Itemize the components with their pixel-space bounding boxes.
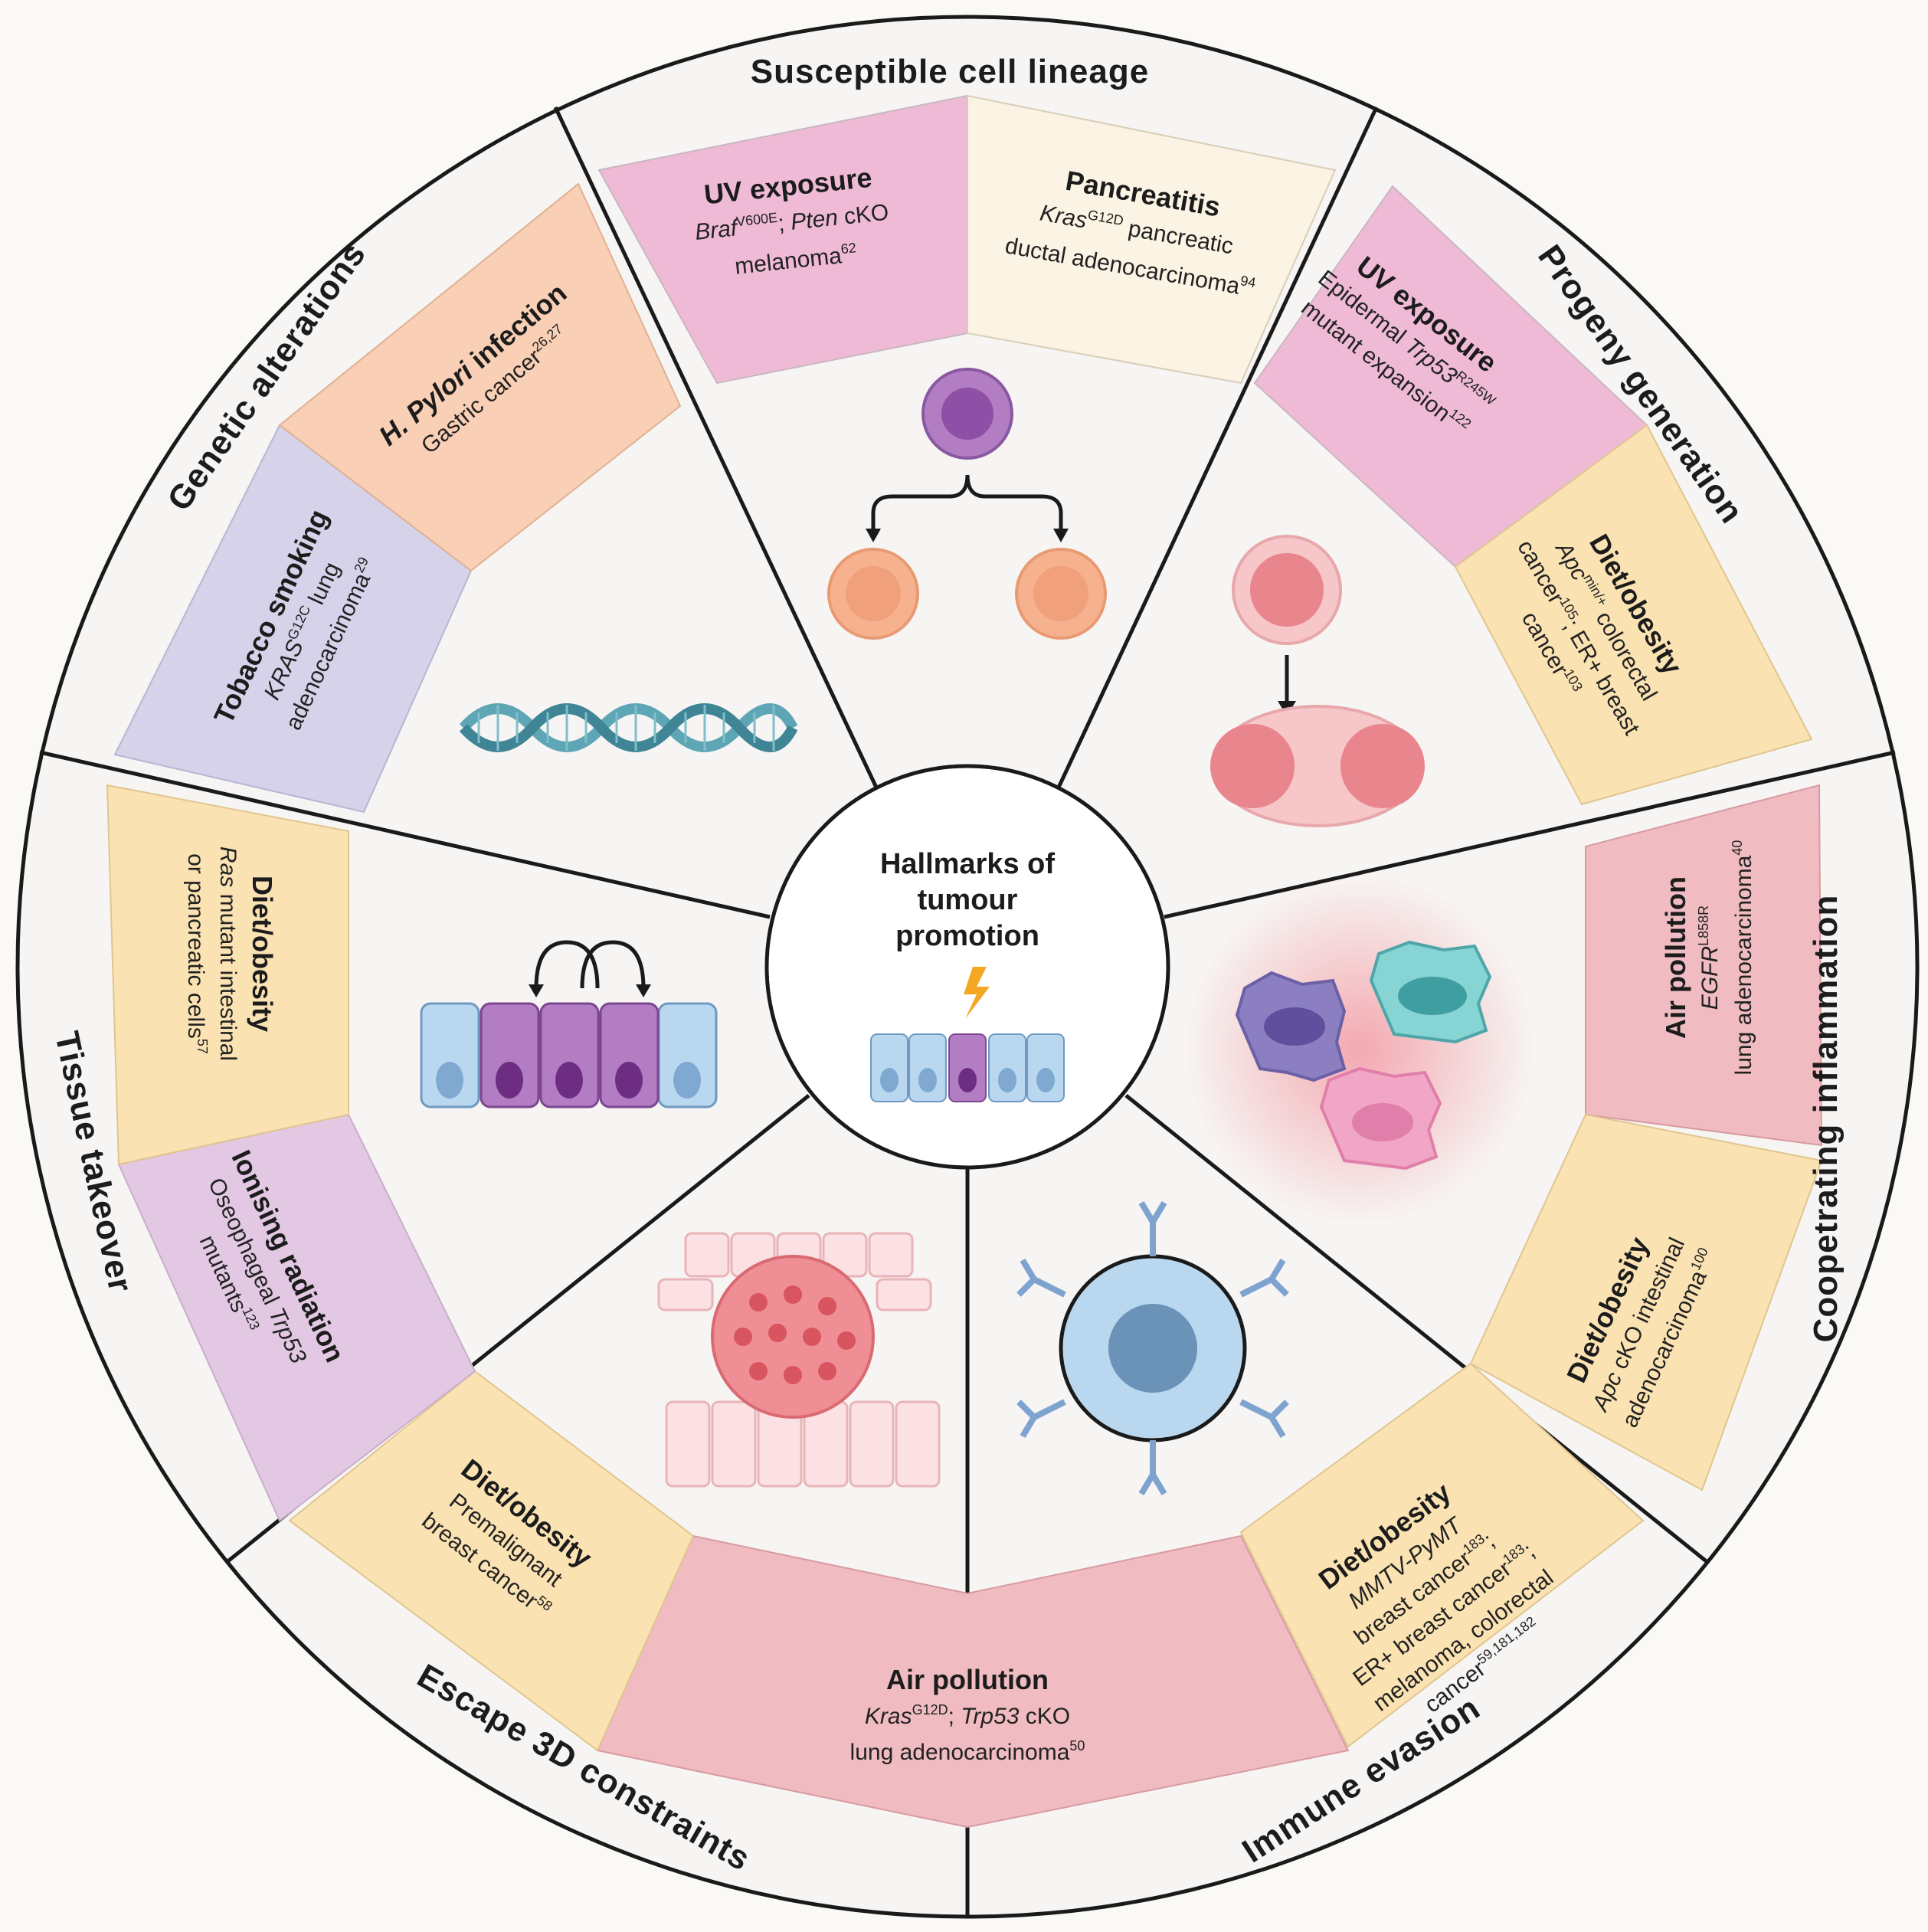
box-uv-exposure-epidermal: UV exposure Epidermal Trp53R245W mutant … [1297,250,1503,431]
center-circle [764,764,1170,1170]
svg-text:or pancreatic cells57: or pancreatic cells57 [183,853,210,1054]
svg-text:Air pollution: Air pollution [886,1664,1049,1695]
svg-text:lung adenocarcinoma40: lung adenocarcinoma40 [1730,840,1756,1076]
box-line1: BrafV600E; Pten cKO [693,198,889,245]
hallmark-susceptible: Susceptible cell lineage [751,53,1149,90]
immune-cells-icon [1183,873,1536,1226]
center-title-line1: Hallmarks of [880,848,1055,880]
svg-text:Air pollution: Air pollution [1660,876,1691,1039]
center-title-line3: promotion [895,920,1039,952]
cell-division-icon [827,368,1107,640]
box-air-pollution-kras: Air pollution KrasG12D; Trp53 cKO lung a… [850,1664,1085,1765]
svg-text:KrasG12D; Trp53 cKO: KrasG12D; Trp53 cKO [865,1702,1070,1729]
cell-competition-icon [420,940,718,1108]
hallmark-coopetrating: Coopetrating inflammation [1807,895,1845,1343]
antibody-cell-icon [1016,1200,1289,1496]
center-title-line2: tumour [918,884,1018,916]
tumour-tissue-icon [657,1232,941,1488]
svg-text:lung adenocarcinoma50: lung adenocarcinoma50 [850,1738,1085,1765]
svg-text:Diet/obesity: Diet/obesity [247,876,278,1032]
svg-text:Ras mutant intestinal: Ras mutant intestinal [215,846,241,1061]
dna-icon [459,703,798,752]
box-air-pollution-egfr: Air pollution EGFRL858R lung adenocarcin… [1660,840,1756,1076]
cause-boxes [106,94,1823,1829]
cell-mitosis-icon [1210,535,1425,827]
svg-text:EGFRL858R: EGFRL858R [1696,905,1723,1010]
epithelium-lightning-icon [870,967,1065,1102]
box-diet-obesity-ras: Diet/obesity Ras mutant intestinal or pa… [183,846,278,1061]
